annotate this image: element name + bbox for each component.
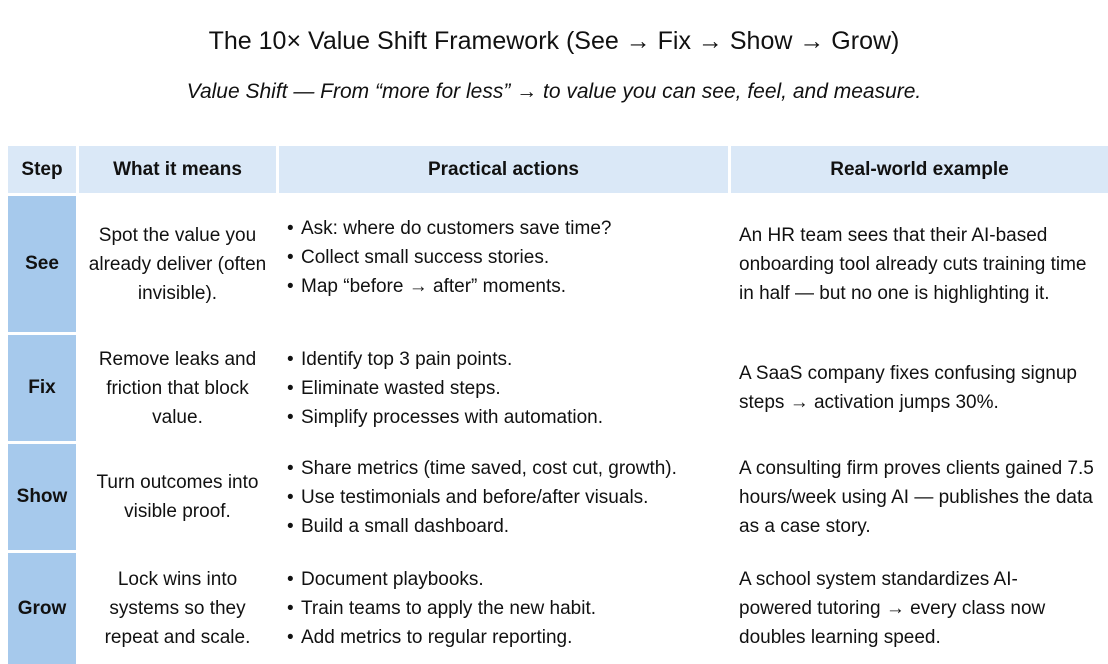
- actions-cell-show: •Share metrics (time saved, cost cut, gr…: [279, 444, 728, 550]
- header-step: Step: [8, 146, 76, 193]
- meaning-text: Turn outcomes into visible proof.: [96, 472, 259, 522]
- action-item: •Collect small success stories.: [287, 243, 728, 272]
- meaning-text: Remove leaks and friction that block val…: [98, 348, 257, 428]
- action-item: •Eliminate wasted steps.: [287, 374, 728, 403]
- bullet-icon: •: [287, 515, 294, 537]
- example-text: A SaaS company fixes confusing signup st…: [739, 363, 1077, 413]
- bullet-icon: •: [287, 457, 294, 479]
- bullet-icon: •: [287, 377, 294, 399]
- action-item: •Document playbooks.: [287, 565, 728, 594]
- meaning-cell-show: Turn outcomes into visible proof.: [79, 444, 276, 550]
- actions-cell-grow: •Document playbooks. •Train teams to app…: [279, 553, 728, 664]
- action-item: •Map “before → after” moments.: [287, 272, 728, 301]
- bullet-icon: •: [287, 569, 294, 590]
- example-text: A school system standardizes AI-powered …: [739, 569, 1046, 648]
- bullet-icon: •: [287, 246, 294, 268]
- step-cell-grow: Grow: [8, 553, 76, 664]
- header-meaning: What it means: [79, 146, 276, 193]
- action-item: •Identify top 3 pain points.: [287, 345, 728, 374]
- meaning-cell-see: Spot the value you already deliver (ofte…: [79, 196, 276, 332]
- example-cell-see: An HR team sees that their AI-based onbo…: [731, 196, 1108, 332]
- step-cell-see: See: [8, 196, 76, 332]
- page-title: The 10× Value Shift Framework (See → Fix…: [208, 27, 900, 55]
- step-cell-fix: Fix: [8, 335, 76, 441]
- action-item: •Share metrics (time saved, cost cut, gr…: [287, 454, 728, 483]
- action-item: •Add metrics to regular reporting.: [287, 623, 728, 652]
- framework-table: Step What it means Practical actions Rea…: [8, 146, 1108, 664]
- bullet-icon: •: [287, 598, 294, 619]
- bullet-icon: •: [287, 217, 294, 239]
- action-item: •Use testimonials and before/after visua…: [287, 483, 728, 512]
- example-text: An HR team sees that their AI-based onbo…: [739, 224, 1087, 304]
- bullet-icon: •: [287, 486, 294, 508]
- actions-cell-see: •Ask: where do customers save time? •Col…: [279, 196, 728, 332]
- page-subtitle: Value Shift — From “more for less” → to …: [186, 80, 922, 103]
- header-example: Real-world example: [731, 146, 1108, 193]
- bullet-icon: •: [287, 627, 294, 648]
- action-item: •Build a small dashboard.: [287, 512, 728, 541]
- step-cell-show: Show: [8, 444, 76, 550]
- bullet-icon: •: [287, 275, 294, 297]
- action-item: •Train teams to apply the new habit.: [287, 594, 728, 623]
- meaning-cell-grow: Lock wins into systems so they repeat an…: [79, 553, 276, 664]
- actions-cell-fix: •Identify top 3 pain points. •Eliminate …: [279, 335, 728, 441]
- header-actions: Practical actions: [279, 146, 728, 193]
- example-cell-fix: A SaaS company fixes confusing signup st…: [731, 335, 1108, 441]
- action-item: •Simplify processes with automation.: [287, 403, 728, 432]
- meaning-text: Spot the value you already deliver (ofte…: [88, 224, 267, 304]
- example-cell-show: A consulting firm proves clients gained …: [731, 444, 1108, 550]
- meaning-text: Lock wins into systems so they repeat an…: [104, 569, 251, 648]
- meaning-cell-fix: Remove leaks and friction that block val…: [79, 335, 276, 441]
- action-item: •Ask: where do customers save time?: [287, 214, 728, 243]
- bullet-icon: •: [287, 406, 294, 428]
- example-cell-grow: A school system standardizes AI-powered …: [731, 553, 1108, 664]
- bullet-icon: •: [287, 348, 294, 370]
- example-text: A consulting firm proves clients gained …: [739, 457, 1094, 537]
